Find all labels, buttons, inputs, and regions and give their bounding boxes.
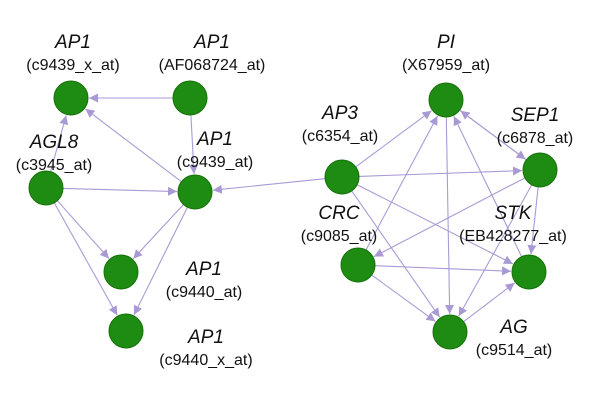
- edge-n_agl8-to-n_ap1_40x: [53, 202, 118, 316]
- node-n_stk[interactable]: [511, 254, 547, 290]
- node-n_pi[interactable]: [428, 82, 464, 118]
- edge-n_ap1_af-to-n_ap1_c: [189, 114, 199, 175]
- node-n_ap3[interactable]: [324, 159, 360, 195]
- labels: AP1 (c9439_x_at) AP1 (AF068724_at) AGL8 (c394…: [16, 32, 574, 369]
- node-probe-label: (c3945_at): [16, 157, 93, 174]
- node-probe-label: (c9085_at): [301, 228, 378, 245]
- node-n_agl8[interactable]: [28, 170, 64, 206]
- edge-n_pi-to-n_ag: [445, 116, 455, 315]
- edge-n_ap3-to-n_sep1: [358, 166, 523, 177]
- node-name-label: AP1: [196, 129, 233, 150]
- node-probe-label: (c9514_at): [476, 342, 553, 359]
- node-name-label: AP1: [185, 259, 222, 280]
- node-name-label: AP1: [54, 32, 91, 53]
- node-probe-label: (EB428277_at): [459, 228, 567, 245]
- node-probe-label: (c9439_x_at): [26, 57, 119, 74]
- node-name-label: AP1: [193, 32, 230, 53]
- edge-n_ap3-to-n_ag: [351, 190, 441, 318]
- node-probe-label: (c6878_at): [497, 130, 574, 147]
- edge-n_ap1_c-to-n_ap1_40: [132, 204, 184, 260]
- edge-n_agl8-to-n_ap1_40: [56, 200, 110, 259]
- nodes: [28, 80, 558, 350]
- node-n_sep1[interactable]: [522, 152, 558, 188]
- edge-n_agl8-to-n_ap1_x: [50, 115, 69, 172]
- edge-n_sep1-to-n_stk: [527, 186, 539, 255]
- node-probe-label: (AF068724_at): [159, 57, 266, 74]
- node-n_ap1_40x[interactable]: [108, 313, 144, 349]
- edge-n_sep1-to-n_ag: [458, 184, 533, 317]
- node-n_ap1_40[interactable]: [103, 254, 139, 290]
- edge-n_agl8-to-n_ap1_c: [62, 186, 178, 196]
- edge-n_ap1_c-to-n_ap1_x: [85, 108, 182, 183]
- edge-n_crc-to-n_stk: [374, 265, 512, 276]
- node-n_ap1_c[interactable]: [177, 174, 213, 210]
- node-name-label: AP1: [187, 327, 224, 348]
- node-name-label: AG: [499, 317, 527, 338]
- node-name-label: PI: [437, 32, 456, 53]
- node-probe-label: (c9440_x_at): [159, 352, 252, 369]
- edge-n_stk-to-n_pi: [453, 115, 523, 257]
- edges: [50, 93, 539, 323]
- node-name-label: AGL8: [29, 132, 79, 153]
- node-probe-label: (X67959_at): [402, 57, 490, 74]
- node-name-label: SEP1: [511, 105, 560, 126]
- edge-n_ap3-to-n_pi: [355, 110, 432, 168]
- edge-n_ap1_c-to-n_ap1_40x: [133, 206, 188, 316]
- edge-n_sep1-to-n_crc: [373, 177, 526, 258]
- node-n_crc[interactable]: [340, 247, 376, 283]
- edge-n_crc-to-n_pi: [365, 115, 439, 251]
- edge-n_ag-to-n_stk: [463, 282, 515, 323]
- edge-n_pi-to-n_sep1: [459, 109, 526, 160]
- node-name-label: CRC: [318, 203, 359, 224]
- node-probe-label: (c6354_at): [302, 128, 379, 145]
- node-name-label: AP3: [321, 103, 358, 124]
- edge-n_ap3-to-n_ap1_c: [212, 178, 326, 194]
- node-n_ap1_x[interactable]: [53, 80, 89, 116]
- edge-n_crc-to-n_ag: [371, 274, 436, 322]
- node-n_ag[interactable]: [432, 314, 468, 350]
- node-name-label: STK: [495, 203, 533, 224]
- node-n_ap1_af[interactable]: [172, 80, 208, 116]
- node-probe-label: (c9439_at): [177, 154, 254, 171]
- node-probe-label: (c9440_at): [166, 284, 243, 301]
